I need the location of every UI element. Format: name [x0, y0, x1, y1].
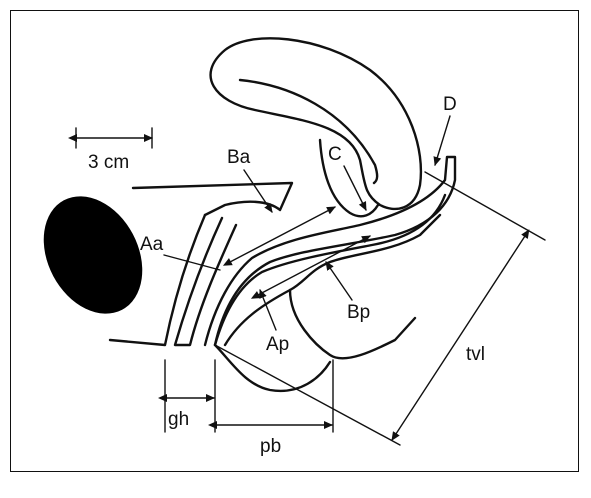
arrow-Bp: [325, 261, 353, 301]
tvl-extension-top: [424, 171, 546, 241]
uterine-cavity: [238, 78, 379, 185]
label-tvl: tvl: [466, 344, 485, 365]
scale-bar-label: 3 cm: [88, 152, 129, 173]
label-Ba: Ba: [227, 147, 251, 168]
arrow-D: [433, 115, 451, 166]
bladder: [131, 181, 294, 217]
label-D: D: [443, 94, 457, 115]
arrow-Ap: [259, 289, 277, 331]
tvl-extension-bottom: [214, 344, 401, 446]
label-gh: gh: [168, 409, 189, 430]
arrow-posterior-span: [250, 235, 371, 299]
label-Aa: Aa: [140, 234, 164, 255]
label-pb: pb: [260, 436, 281, 457]
pubic-bone: [43, 196, 143, 314]
cervix: [318, 138, 380, 218]
perineal-body: [213, 343, 332, 393]
rectum-lower: [288, 288, 417, 360]
label-C: C: [328, 144, 342, 165]
label-Bp: Bp: [347, 302, 370, 323]
arrow-C: [343, 165, 367, 211]
tvl-arrow: [391, 229, 530, 441]
pointer-Aa: [163, 254, 221, 271]
arrow-anterior-span: [222, 206, 336, 266]
uterus-outline: [209, 37, 423, 210]
bladder-lower: [108, 213, 207, 347]
urethra-anterior: [173, 216, 238, 347]
label-Ap: Ap: [266, 334, 289, 355]
arrow-Ba: [243, 169, 273, 213]
